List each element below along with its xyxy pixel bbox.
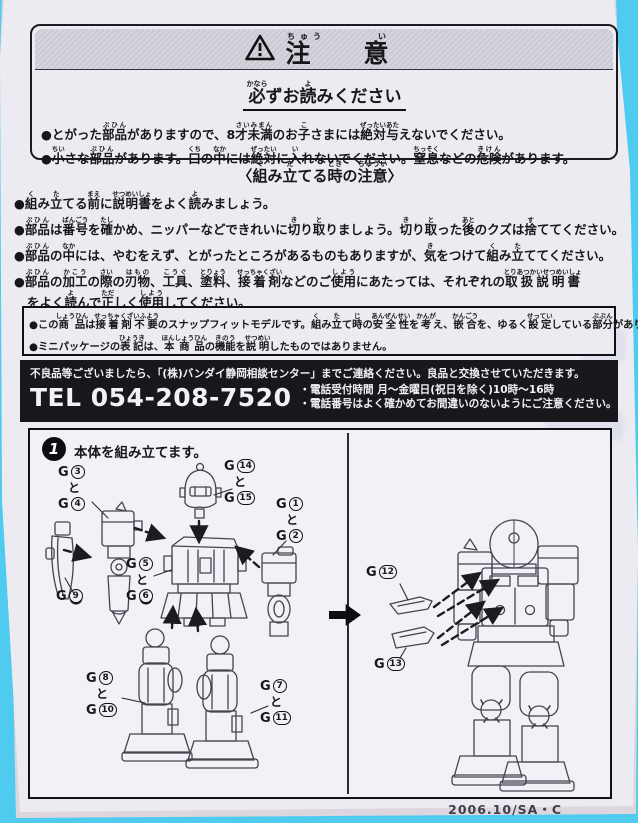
leader-g12 [399, 583, 409, 601]
leader-g1-2 [272, 540, 287, 556]
right-leg-part [185, 635, 259, 769]
caution-bullet: ●とがった部品ぶひんがありますので、8才未満さいみまんのお子こさまには絶対与ぜっ… [41, 121, 511, 142]
winglet-part-g13 [391, 626, 435, 649]
assembly-notes-section: 〈組くみ立たてる時ときの注意ちゅうい〉 ●組くみ立たてる前まえに説明書せつめいし… [14, 160, 626, 310]
caution-bullet-list: ●とがった部品ぶひんがありますので、8才未満さいみまんのお子こさまには絶対与ぜっ… [41, 118, 610, 165]
must-read-subtitle: 必かならずお読よみください [32, 80, 616, 111]
snapfit-bullet: ●この商品しょうひんは接着剤不要せっちゃくざいふようのスナップフィットモデルです… [29, 312, 638, 331]
exploded-view-drawing [45, 462, 297, 769]
leader-g7-11 [250, 705, 269, 714]
left-leg-part [121, 628, 193, 762]
assembly-bullet: ●組くみ立たてる前まえに説明書せつめいしょをよく読よみましょう。 [14, 189, 276, 211]
caution-title: 注ちゅう 意い [285, 32, 403, 68]
right-arm-part [261, 546, 297, 637]
head-part [179, 462, 222, 519]
defect-notice-text: 不良品等ございましたら、「(株)バンダイ静岡相談センター」までご連絡ください。良… [30, 368, 585, 380]
arrow-g12-lower [436, 578, 501, 618]
step-1-badge: 1 [42, 437, 66, 461]
leader-g8-10 [121, 697, 146, 704]
leader-g13 [399, 647, 407, 659]
leader-g5-6 [153, 569, 172, 577]
print-date-code: 2006.10/SA・C [448, 802, 562, 817]
arrow-leftleg-to-torso [162, 604, 182, 630]
step-1-instruction: 本体を組み立てます。 [74, 445, 207, 461]
assembled-view-drawing [389, 519, 579, 792]
snapfit-notice-box: ●この商品しょうひんは接着剤不要せっちゃくざいふようのスナップフィットモデルです… [22, 306, 638, 356]
assembly-bullet: ●部品ぶひんの加工かこうの際さいの刃物はもの、工具こうぐ、塗料とりょう、接着剤せ… [14, 267, 582, 310]
phone-warning: ・電話番号はよく確かめてお間違いのないようにご注意ください。 [299, 398, 617, 411]
arrow-arm-to-torso [133, 523, 167, 542]
assembly-bullet: ●部品ぶひんは番号ばんごうを確たしかめ、ニッパーなどできれいに切きり取とりましょ… [14, 215, 625, 237]
arrow-shield-to-arm [62, 543, 93, 562]
caution-bullet: ●小ちいさな部品ぶひんがあります。口くちの中なかには絶対ぜったいに入いれないでく… [41, 144, 576, 166]
snapfit-bullet: ●ミニパッケージの表記ひょうきは、本商品ほんしょうひんの機能きのうを説明せつめい… [29, 333, 393, 353]
assembly-bullet: ●部品ぶひんの中なかには、やむをえず、とがったところがあるものもありますが、気き… [14, 241, 612, 263]
phone-notes: ・電話受付時間 月〜金曜日(祝日を除く)10時〜16時 ・電話番号はよく確かめて… [299, 383, 616, 412]
arrow-rightleg-to-torso [187, 606, 208, 633]
caution-box: 注ちゅう 意い 必かならずお読よみください ●とがった部品ぶひんがありますので、… [30, 24, 618, 165]
arrow-g13-lower [440, 606, 505, 647]
assembled-robot-rear [451, 519, 579, 792]
leader-g14-15 [213, 488, 233, 496]
warning-triangle-icon [245, 34, 276, 65]
assembly-notes-title: 〈組くみ立たてる時ときの注意ちゅうい〉 [237, 160, 403, 185]
arrow-rightarm-to-torso [234, 545, 261, 569]
phone-number: TEL 054-208-7520 [30, 382, 292, 412]
winglet-part-g12 [389, 596, 433, 615]
leader-g3-4 [91, 501, 109, 519]
arrow-g13-upper [436, 600, 486, 640]
contact-info-box: 不良品等ございましたら、「(株)バンダイ静岡相談センター」までご連絡ください。良… [20, 360, 618, 422]
arrow-g12-upper [432, 571, 482, 609]
assembly-diagram-box: 1 本体を組み立てます。 [28, 428, 612, 799]
caution-header-band: 注ちゅう 意い [35, 29, 613, 70]
phone-hours: ・電話受付時間 月〜金曜日(祝日を除く)10時〜16時 [299, 384, 555, 396]
